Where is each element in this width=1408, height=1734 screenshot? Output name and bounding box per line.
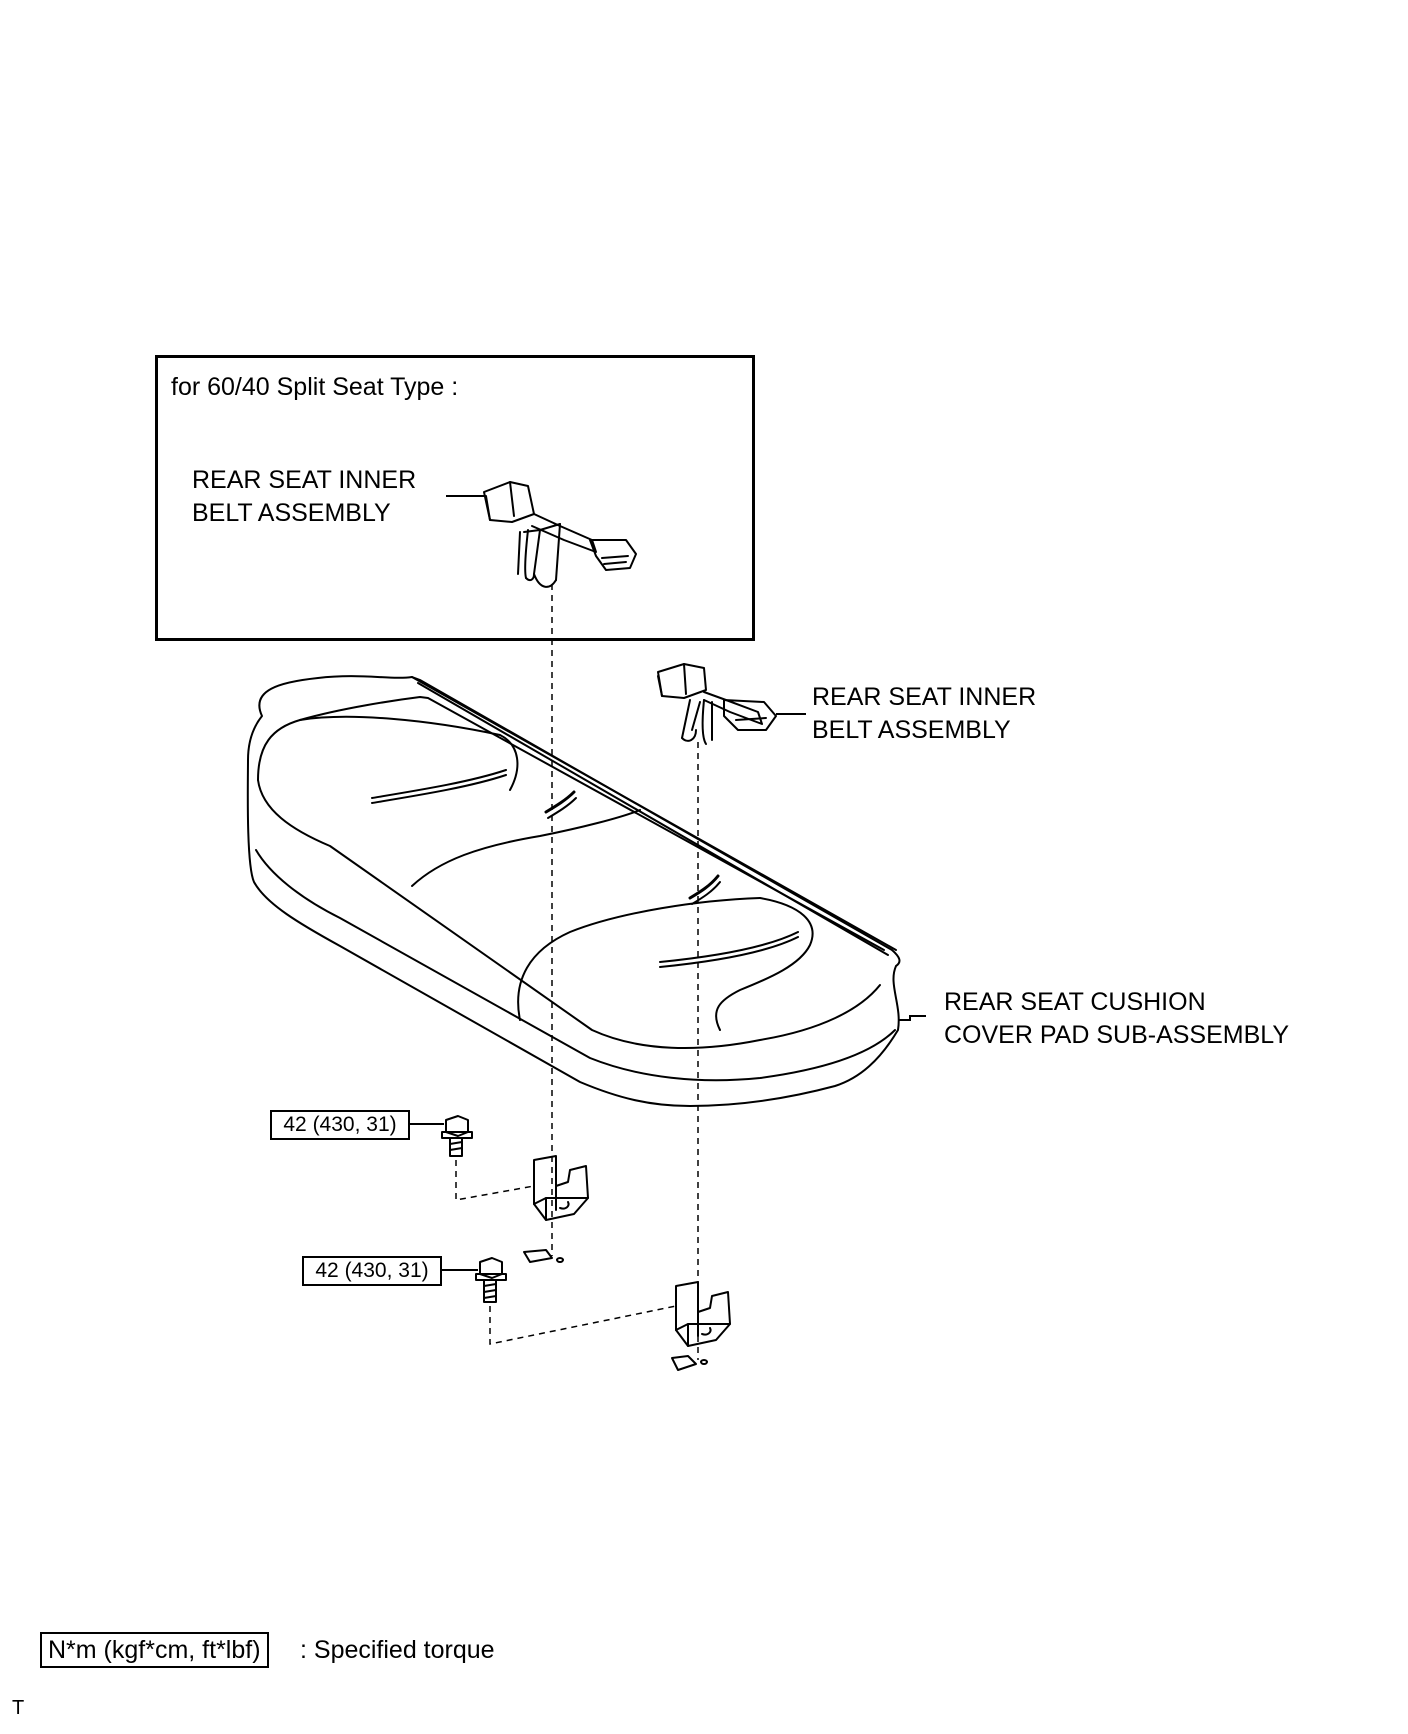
inset-belt-buckle-drawing — [483, 481, 637, 588]
cushion-label-line1: REAR SEAT CUSHION — [944, 988, 1206, 1016]
torque-spec-upper: 42 (430, 31) — [270, 1110, 410, 1140]
upper-bracket-drawing — [523, 1155, 589, 1263]
lower-bracket-drawing — [671, 1281, 731, 1371]
inset-belt-label-line2: BELT ASSEMBLY — [192, 499, 391, 527]
upper-bolt-drawing — [441, 1115, 473, 1157]
main-belt-buckle-drawing — [657, 663, 777, 745]
belt-label-line2: BELT ASSEMBLY — [812, 716, 1011, 744]
belt-label-line1: REAR SEAT INNER — [812, 683, 1037, 711]
torque-spec-lower: 42 (430, 31) — [302, 1256, 442, 1286]
corner-mark: T — [12, 1697, 25, 1719]
inset-belt-label-line1: REAR SEAT INNER — [192, 466, 417, 494]
torque-legend-box: N*m (kgf*cm, ft*lbf) — [40, 1632, 269, 1668]
leader-lines — [408, 495, 926, 1271]
seat-cushion-drawing — [246, 675, 901, 1107]
inset-title: for 60/40 Split Seat Type : — [171, 373, 459, 401]
lower-bolt-drawing — [475, 1257, 507, 1303]
cushion-label-line2: COVER PAD SUB-ASSEMBLY — [944, 1021, 1289, 1049]
torque-legend-text: : Specified torque — [300, 1636, 495, 1664]
assembly-alignment-lines — [455, 584, 699, 1360]
split-seat-inset-frame — [155, 355, 755, 641]
